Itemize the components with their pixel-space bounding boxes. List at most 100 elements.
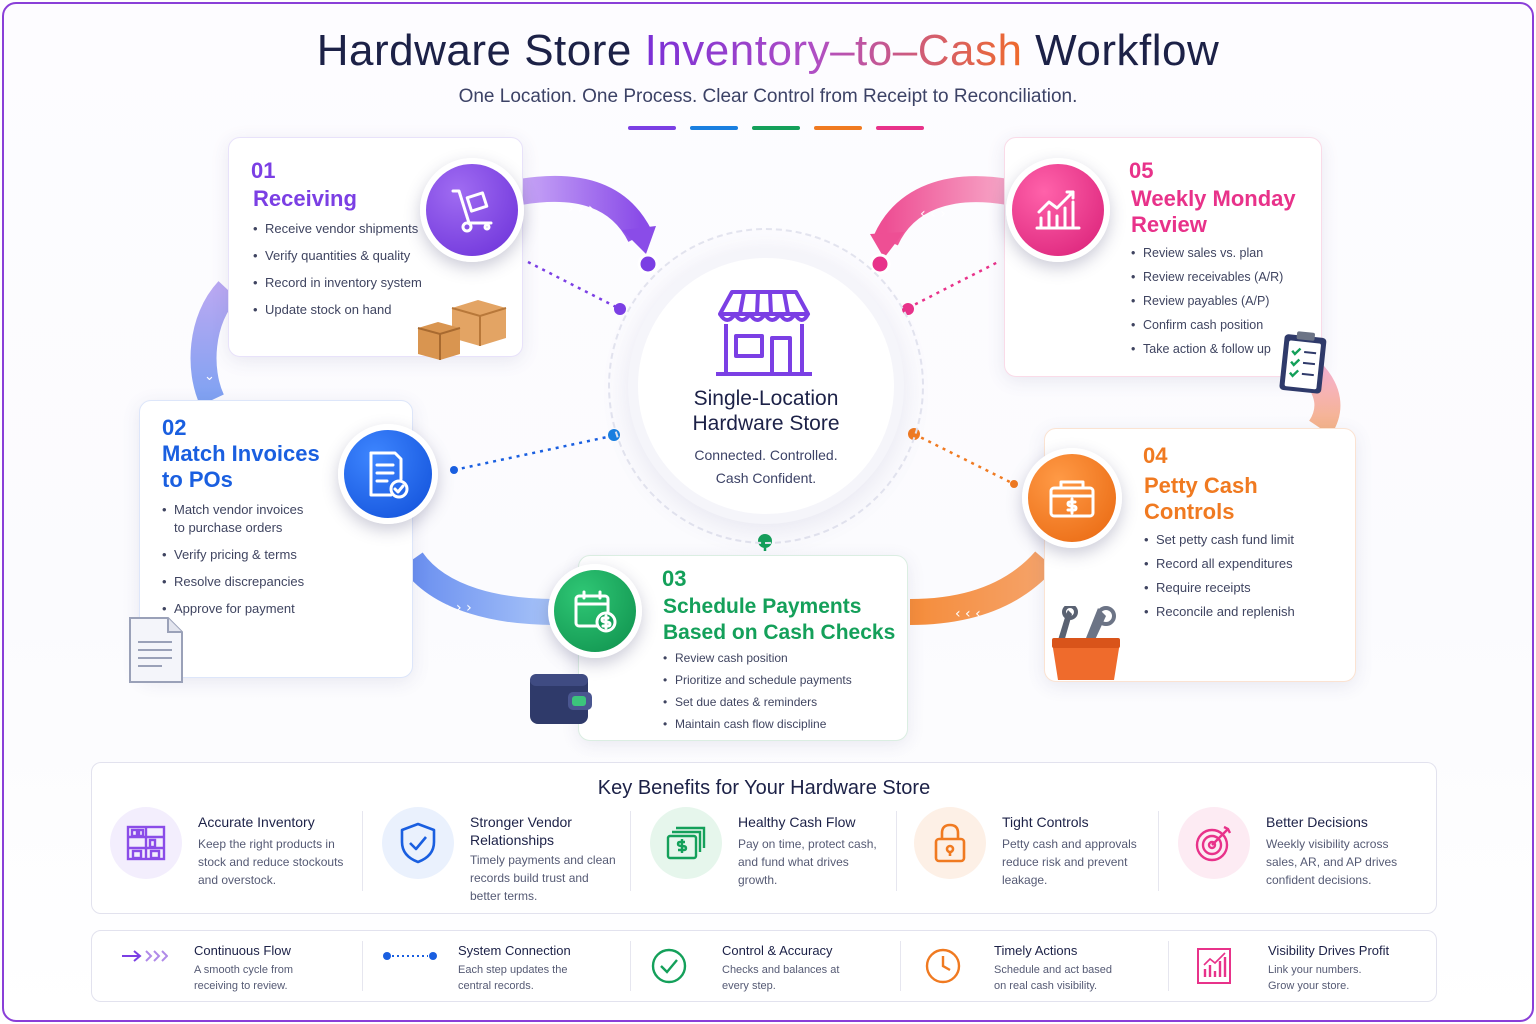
hub-subtitle: Connected. Controlled.Cash Confident.: [694, 447, 838, 486]
benefit-text: Weekly visibility across sales, AR, and …: [1266, 837, 1398, 887]
divider: [1158, 811, 1159, 891]
toolbox-icon: [1052, 606, 1120, 680]
accent-bar-pink: [876, 126, 924, 130]
benefit-healthy-cash-flow: Healthy Cash Flow Pay on time, protect c…: [650, 807, 900, 903]
divider: [900, 941, 901, 991]
legend-text: Schedule and act based on real cash visi…: [994, 964, 1113, 992]
list-item: Maintain cash flow discipline: [663, 715, 903, 733]
connector-05: [907, 260, 999, 310]
flow-arrowhead-01: [622, 226, 656, 254]
legend-continuous-flow: Continuous Flow A smooth cycle from rece…: [120, 941, 370, 995]
benefit-text: Pay on time, protect cash, and fund what…: [738, 837, 877, 887]
page-subtitle: One Location. One Process. Clear Control…: [458, 86, 1078, 107]
step-list: Receive vendor shipments Verify quantiti…: [253, 220, 453, 328]
list-item: Require receipts: [1144, 579, 1344, 597]
benefit-accurate-inventory: Accurate Inventory Keep the right produc…: [110, 807, 360, 903]
list-item: Confirm cash position: [1131, 316, 1311, 334]
legend-text: Checks and balances at every step.: [722, 964, 840, 992]
legend-visibility-drives-profit: Visibility Drives Profit Link your numbe…: [1196, 941, 1436, 995]
divider: [630, 811, 631, 891]
dotted-connector-icon: [383, 952, 437, 960]
divider: [1168, 941, 1169, 991]
divider: [362, 811, 363, 891]
benefit-text: Timely payments and clean records build …: [470, 853, 616, 903]
divider: [896, 811, 897, 891]
list-item: Match vendor invoices to purchase orders: [162, 501, 312, 537]
step-list: Review sales vs. plan Review receivables…: [1131, 244, 1311, 364]
legend-text: A smooth cycle from receiving to review.: [194, 964, 294, 992]
step-list: Match vendor invoices to purchase orders…: [162, 501, 312, 627]
legend-title: System Connection: [458, 943, 571, 958]
benefits-panel: Key Benefits for Your Hardware Store Acc…: [91, 762, 1437, 914]
cash-box-icon: [1022, 448, 1122, 548]
shield-check-icon: [382, 807, 454, 879]
divider: [362, 941, 363, 991]
benefit-better-decisions: Better Decisions Weekly visibility acros…: [1178, 807, 1428, 903]
step-list: Review cash position Prioritize and sche…: [663, 649, 903, 737]
flow-chevrons-04: ‹ ‹ ‹: [955, 606, 981, 622]
legend-control-accuracy: Control & Accuracy Checks and balances a…: [650, 941, 900, 995]
accent-bar-blue: [690, 126, 738, 130]
step-title: Receiving: [253, 186, 357, 211]
padlock-icon: [914, 807, 986, 879]
legend-system-connection: System Connection Each step updates the …: [382, 941, 632, 995]
list-item: Approve for payment: [162, 600, 312, 618]
legend-title: Visibility Drives Profit: [1268, 943, 1390, 958]
benefit-text: Keep the right products in stock and red…: [198, 837, 344, 887]
benefits-title: Key Benefits for Your Hardware Store: [597, 777, 931, 799]
clock-icon: [925, 948, 961, 984]
list-item: Set petty cash fund limit: [1144, 531, 1344, 549]
accent-bar-green: [752, 126, 800, 130]
benefit-title: Better Decisions: [1266, 814, 1368, 830]
legend-panel: Continuous Flow A smooth cycle from rece…: [91, 930, 1437, 1002]
accent-bar-purple: [628, 126, 676, 130]
list-item: Review receivables (A/R): [1131, 268, 1311, 286]
bar-chart-icon: [1197, 948, 1231, 984]
list-item: Set due dates & reminders: [663, 693, 903, 711]
flow-arrow-left: [190, 281, 238, 406]
benefit-title: Stronger Vendor Relationships: [470, 814, 572, 848]
flow-arrowhead-05: [870, 232, 904, 258]
flow-arrow-icon: [122, 950, 168, 962]
legend-title: Continuous Flow: [194, 943, 291, 958]
benefit-title: Accurate Inventory: [198, 814, 315, 830]
invoice-check-icon: [338, 424, 438, 524]
flow-arrow-02: [401, 551, 556, 625]
list-item: Receive vendor shipments: [253, 220, 453, 238]
flow-arrow-01: [517, 175, 652, 243]
flow-arrow-04: [909, 551, 1055, 625]
storefront-icon: [716, 290, 812, 376]
shelves-icon: [110, 807, 182, 879]
target-icon: [1178, 807, 1250, 879]
list-item: Resolve discrepancies: [162, 573, 312, 591]
hub-dashed-ring: [608, 228, 924, 544]
accent-bars: [628, 126, 924, 130]
growth-chart-icon: [1006, 158, 1110, 262]
step-number: 04: [1143, 443, 1168, 468]
legend-title: Timely Actions: [994, 943, 1078, 958]
clipboard-icon: [1279, 331, 1327, 394]
list-item: Reconcile and replenish: [1144, 603, 1344, 621]
cash-stack-icon: [650, 807, 722, 879]
flow-arrow-05: [874, 176, 1011, 246]
list-item: Review payables (A/P): [1131, 292, 1311, 310]
list-item: Take action & follow up: [1131, 340, 1311, 358]
step-number: 02: [162, 415, 187, 440]
flow-chevrons-05: ‹ ‹ ›: [920, 206, 946, 222]
flow-chevrons-01: › › ›: [568, 201, 594, 217]
step-number: 01: [251, 158, 276, 183]
legend-timely-actions: Timely Actions Schedule and act based on…: [924, 941, 1174, 995]
step-number: 03: [662, 566, 687, 591]
list-item: Review cash position: [663, 649, 903, 667]
divider: [630, 941, 631, 991]
page-title: Hardware Store Inventory–to–Cash Workflo…: [316, 26, 1220, 75]
boxes-icon: [417, 300, 507, 360]
list-item: Prioritize and schedule payments: [663, 671, 903, 689]
benefit-vendor-relationships: Stronger Vendor Relationships Timely pay…: [382, 807, 632, 903]
